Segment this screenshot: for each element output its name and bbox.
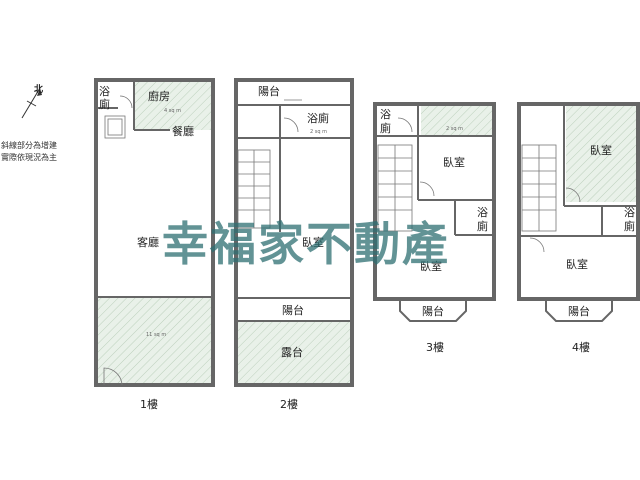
f3-bedroom-label: 臥室	[420, 259, 442, 273]
f3-mid-bath-label-1: 浴	[477, 206, 488, 219]
f4-mid-bath-label-2: 廁	[624, 219, 635, 233]
north-arrow-icon	[37, 88, 42, 96]
floor-4-label: 4樓	[572, 340, 590, 354]
f2-terrace-label: 露台	[281, 345, 303, 359]
f3-balcony-label: 陽台	[422, 304, 444, 318]
f1-front-area: 11 sq m	[146, 332, 166, 338]
floor-3-label: 3樓	[426, 340, 444, 354]
f4-mid-bath-label-1: 浴	[624, 206, 635, 219]
floor-2-plan: 陽台 浴廁 2 sq m 臥室 陽台 露台 2樓	[234, 78, 354, 411]
f2-top-balcony-label: 陽台	[258, 84, 280, 98]
f1-living-label: 客廳	[137, 235, 159, 249]
f2-balcony-label: 陽台	[282, 303, 304, 317]
f1-kitchen-label: 廚房	[148, 89, 170, 103]
compass: 北	[21, 83, 43, 119]
floor-1-label: 1樓	[140, 397, 158, 411]
f2-bedroom-label: 臥室	[302, 235, 324, 249]
f1-bath-label-2: 廁	[99, 97, 110, 111]
f2-bath-area: 2 sq m	[310, 129, 327, 135]
floor-2-label: 2樓	[280, 397, 298, 411]
f1-bath-label-1: 浴	[99, 85, 110, 98]
f3-top-bath-label-2: 廁	[380, 121, 391, 135]
note-line-1: 斜線部分為增建	[1, 140, 57, 150]
note-line-2: 實際依現況為主	[1, 152, 57, 162]
north-label: 北	[34, 83, 43, 95]
f3-top-bedroom-label: 臥室	[443, 155, 465, 169]
f4-top-bedroom-label: 臥室	[590, 143, 612, 157]
watermark: 幸福家不動產	[162, 217, 450, 271]
f3-top-bath-label-1: 浴	[380, 108, 391, 121]
f2-bath-label: 浴廁	[307, 111, 329, 125]
f1-dining-label: 餐廳	[172, 124, 194, 138]
f4-bedroom-label: 臥室	[566, 257, 588, 271]
floor-1-plan: 浴 廁 廚房 4 sq m 餐廳 客廳 11 sq m 1樓	[94, 78, 215, 411]
floor-4-plan: 臥室 浴 廁 臥室 陽台 4樓	[517, 102, 640, 354]
f3-top-area: 2 sq m	[446, 126, 463, 132]
floor-3-plan: 浴 廁 2 sq m 臥室 浴 廁 臥室 陽台 3樓	[373, 102, 496, 354]
f3-mid-bath-label-2: 廁	[477, 219, 488, 233]
f1-kitchen-area: 4 sq m	[164, 108, 181, 114]
f4-balcony-label: 陽台	[568, 304, 590, 318]
